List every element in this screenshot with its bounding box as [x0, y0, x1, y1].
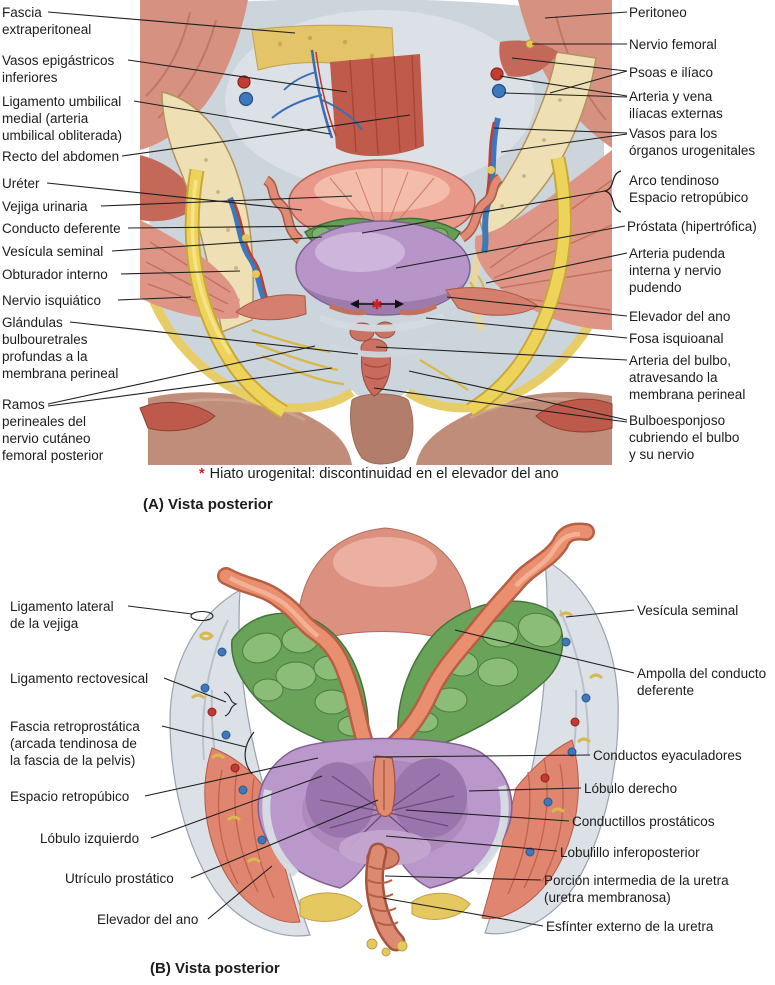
ductus-deferens-left [217, 567, 375, 755]
label-conductos-eyaculadores: Conductos eyaculadores [593, 748, 742, 763]
sciatic-nerve-right [466, 156, 572, 417]
label-fascia-extraperitoneal: Fascia extraperitoneal [2, 5, 92, 37]
label-glandulas-bulbouretrales: Glándulas bulbouretrales profundas a la … [2, 315, 119, 381]
label-ligamento-rectovesical: Ligamento rectovesical [10, 671, 149, 686]
leader-lines [46, 11, 635, 927]
label-utriculo-prostatico: Utrículo prostático [65, 871, 174, 886]
label-arco-tendinoso: Arco tendinoso Espacio retropúbico [629, 173, 749, 205]
label-porcion-intermedia-uretra: Porción intermedia de la uretra (uretra … [544, 873, 729, 905]
prostate-a-shape [295, 220, 471, 316]
label-ramos-perineales: Ramos perineales del nervio cutáneo femo… [2, 397, 104, 463]
ductus-deferens-right [381, 522, 595, 757]
levator-ani-a-shape [235, 287, 539, 321]
footnote-asterisk-marker: * [199, 466, 205, 482]
label-fascia-retroprostatica: Fascia retroprostática (arcada tendinosa… [10, 719, 140, 768]
label-peritoneo: Peritoneo [629, 5, 687, 20]
label-lobulillo-inferoposterior: Lobulillo inferoposterior [560, 845, 700, 860]
label-arteria-del-bulbo: Arteria del bulbo, atravesando la membra… [629, 353, 746, 402]
label-arteria-vena-iliacas: Arteria y vena ilíacas externas [629, 89, 723, 121]
label-vesicula-seminal-b: Vesícula seminal [637, 603, 739, 618]
hiatus-asterisk: ✱ [372, 297, 383, 312]
label-nervio-femoral: Nervio femoral [629, 37, 717, 52]
label-elevador-del-ano-a: Elevador del ano [629, 309, 731, 324]
prostate-b-shape [257, 737, 513, 889]
footnote-hiato-urogenital: *Hiato urogenital: discontinuidad en el … [199, 466, 559, 482]
seminal-vesicle-right-shape [397, 600, 564, 749]
hip-bone-left [161, 91, 254, 334]
label-elevador-del-ano-b: Elevador del ano [97, 912, 199, 927]
bulb-structures [318, 312, 446, 397]
label-vasos-epigastricos: Vasos epigástricos inferiores [2, 53, 115, 85]
label-arteria-pudenda: Arteria pudenda interna y nervio pudendo [629, 246, 726, 295]
label-ampolla-conducto: Ampolla del conducto deferente [637, 666, 767, 698]
urethra-shape [365, 842, 406, 952]
label-nervio-isquiatico: Nervio isquiático [2, 293, 102, 308]
label-vejiga-urinaria: Vejiga urinaria [2, 199, 88, 214]
footnote-text: Hiato urogenital: discontinuidad en el e… [209, 466, 559, 482]
label-vesicula-seminal-a: Vesícula seminal [2, 244, 104, 259]
label-prostata-hipertrofica: Próstata (hipertrófica) [627, 219, 757, 234]
epigastric-vessels [271, 49, 363, 139]
label-psoas-e-iliaco: Psoas e ilíaco [629, 65, 714, 80]
caption-figure-b: (B) Vista posterior [150, 960, 280, 977]
label-ligamento-lateral-vejiga: Ligamento lateral de la vejiga [10, 599, 114, 631]
label-lobulo-derecho: Lóbulo derecho [584, 781, 678, 796]
hiatus-marker: ✱ [350, 297, 404, 312]
rectus-abdominis-shape [330, 54, 424, 156]
label-lobulo-izquierdo: Lóbulo izquierdo [40, 831, 140, 846]
scrotum-shape [349, 393, 414, 465]
label-esfinter-externo-uretra: Esfínter externo de la uretra [546, 919, 714, 934]
label-espacio-retropubico-b: Espacio retropúbico [10, 789, 130, 804]
caption-figure-a: (A) Vista posterior [143, 496, 273, 513]
fascia-vessel-dots [190, 611, 604, 864]
label-vasos-urogenitales: Vasos para los órganos urogenitales [629, 126, 756, 158]
sciatic-nerve-left [184, 168, 288, 419]
fat-lumps [299, 892, 471, 957]
label-recto-del-abdomen: Recto del abdomen [2, 149, 120, 164]
label-ligamento-umbilical: Ligamento umbilical medial (arteria umbi… [2, 94, 123, 143]
figure-b-illustration [169, 522, 619, 957]
label-conducto-deferente: Conducto deferente [2, 221, 121, 236]
label-obturador-interno: Obturador interno [2, 267, 108, 282]
label-fosa-isquioanal: Fosa isquioanal [629, 331, 724, 346]
label-ureter: Uréter [2, 176, 40, 191]
label-bulboesponjoso: Bulboesponjoso cubriendo el bulbo y su n… [629, 413, 740, 462]
iliac-vessels-left [227, 75, 274, 312]
label-conductillos-prostaticos: Conductillos prostáticos [572, 814, 715, 829]
figure-a-illustration: ✱ [139, 0, 613, 465]
levator-ani-b-shape [204, 739, 579, 923]
